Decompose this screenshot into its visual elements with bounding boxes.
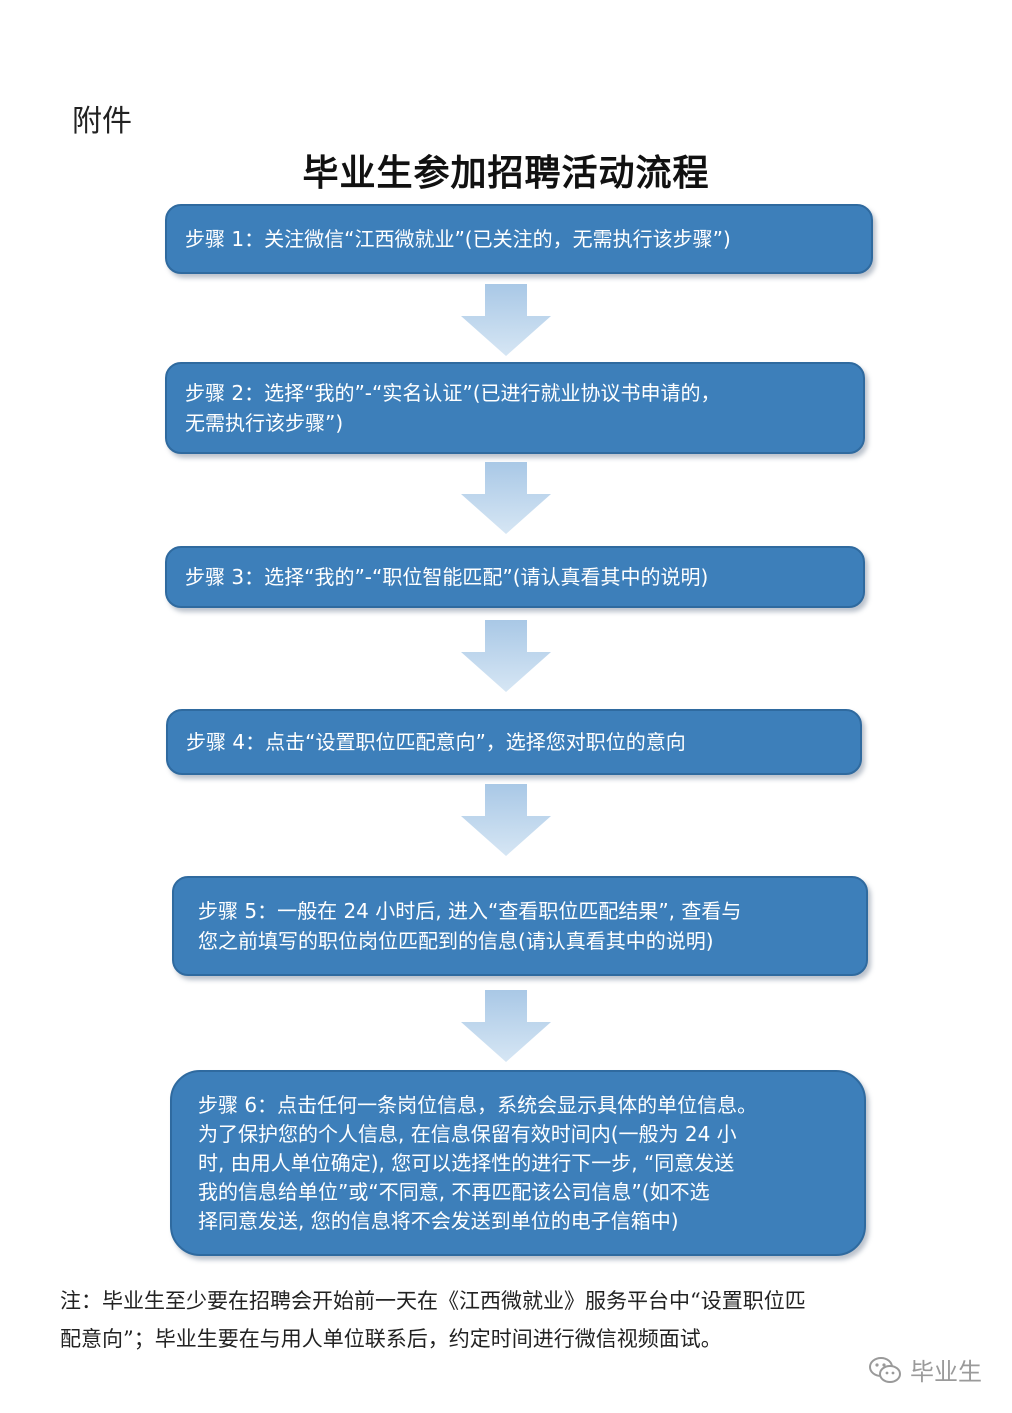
flow-step-6: 步骤 6：点击任何一条岗位信息，系统会显示具体的单位信息。 为了保护您的个人信息… xyxy=(170,1070,866,1256)
flow-step-4-text: 步骤 4：点击“设置职位匹配意向”，选择您对职位的意向 xyxy=(186,730,686,754)
attachment-label: 附件 xyxy=(72,104,132,139)
footnote: 注：毕业生至少要在招聘会开始前一天在《江西微就业》服务平台中“设置职位匹 配意向… xyxy=(60,1289,806,1351)
flow-step-5: 步骤 5：一般在 24 小时后, 进入“查看职位匹配结果”, 查看与 您之前填写… xyxy=(172,876,868,976)
wechat-icon xyxy=(869,1356,901,1383)
flow-step-1-text: 步骤 1：关注微信“江西微就业”(已关注的，无需执行该步骤”) xyxy=(185,227,731,251)
flow-step-2: 步骤 2：选择“我的”-“实名认证”(已进行就业协议书申请的， 无需执行该步骤”… xyxy=(165,362,865,454)
down-arrow-icon xyxy=(461,462,551,534)
page-title: 毕业生参加招聘活动流程 xyxy=(302,152,710,194)
flow-step-1: 步骤 1：关注微信“江西微就业”(已关注的，无需执行该步骤”) xyxy=(165,204,873,274)
flow-step-2-text: 步骤 2：选择“我的”-“实名认证”(已进行就业协议书申请的， 无需执行该步骤”… xyxy=(185,381,721,435)
flow-step-3-text: 步骤 3：选择“我的”-“职位智能匹配”(请认真看其中的说明) xyxy=(185,565,709,589)
down-arrow-icon xyxy=(461,784,551,856)
flow-step-5-text: 步骤 5：一般在 24 小时后, 进入“查看职位匹配结果”, 查看与 您之前填写… xyxy=(198,899,742,953)
watermark-text: 毕业生 xyxy=(910,1358,982,1386)
down-arrow-icon xyxy=(461,620,551,692)
down-arrow-icon xyxy=(461,990,551,1062)
flow-step-4: 步骤 4：点击“设置职位匹配意向”，选择您对职位的意向 xyxy=(166,709,862,775)
watermark: 毕业生 xyxy=(868,1352,982,1387)
down-arrow-icon xyxy=(461,284,551,356)
flow-step-6-text: 步骤 6：点击任何一条岗位信息，系统会显示具体的单位信息。 为了保护您的个人信息… xyxy=(198,1092,758,1233)
flow-step-3: 步骤 3：选择“我的”-“职位智能匹配”(请认真看其中的说明) xyxy=(165,546,865,608)
